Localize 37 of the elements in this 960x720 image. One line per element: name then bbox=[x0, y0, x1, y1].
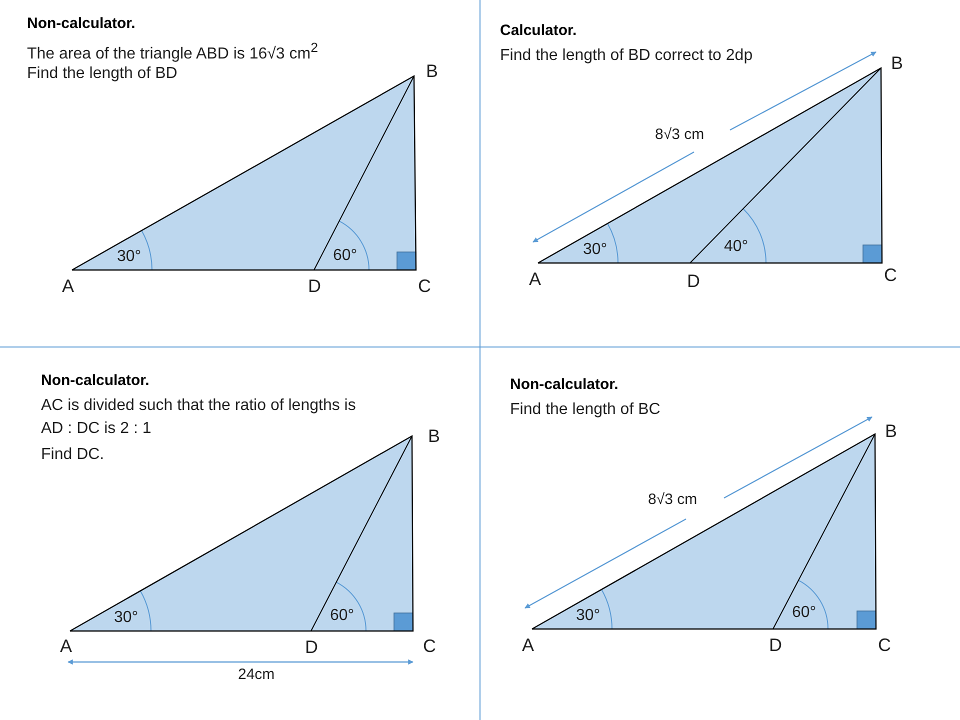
angle-label: 60° bbox=[792, 605, 816, 621]
question-heading: Non-calculator. bbox=[27, 14, 136, 34]
vertex-label: D bbox=[687, 272, 700, 290]
vertex-label: B bbox=[426, 62, 438, 80]
question-text: Find the length of BC bbox=[510, 400, 660, 420]
angle-label: 60° bbox=[330, 608, 354, 624]
dimension-label: 8√3 cm bbox=[655, 127, 704, 142]
question-text: Find the length of BD bbox=[27, 64, 178, 84]
vertex-label: B bbox=[885, 422, 898, 440]
vertex-label: B bbox=[891, 54, 904, 72]
vertex-label: D bbox=[769, 636, 782, 654]
vertex-label: D bbox=[308, 277, 321, 295]
angle-label: 30° bbox=[114, 610, 138, 626]
vertex-label: D bbox=[305, 638, 318, 656]
angle-label: 30° bbox=[583, 242, 608, 258]
question-text: Find DC. bbox=[41, 445, 104, 465]
question-heading: Non-calculator. bbox=[510, 375, 618, 395]
question-text: Find the length of BD correct to 2dp bbox=[500, 46, 753, 66]
vertex-label: C bbox=[423, 637, 436, 655]
angle-label: 30° bbox=[576, 608, 600, 624]
angle-label: 60° bbox=[333, 248, 358, 264]
vertex-label: A bbox=[60, 637, 72, 655]
vertex-label: A bbox=[62, 277, 74, 295]
vertex-label: A bbox=[522, 636, 534, 654]
dimension-label: 24cm bbox=[238, 667, 275, 682]
dimension-label: 8√3 cm bbox=[648, 492, 698, 507]
vertex-label: C bbox=[884, 266, 897, 284]
vertex-label: B bbox=[428, 427, 440, 445]
question-text: AC is divided such that the ratio of lengths is AD : DC is 2 : 1 bbox=[41, 396, 357, 440]
question-heading: Non-calculator. bbox=[41, 371, 150, 391]
vertex-label: C bbox=[418, 277, 431, 295]
vertex-label: A bbox=[529, 270, 542, 288]
angle-label: 30° bbox=[117, 249, 142, 265]
question-heading: Calculator. bbox=[500, 21, 577, 41]
question-text: The area of the triangle ABD is 16√3 cm$^{2}$ bbox=[27, 39, 318, 64]
vertex-label: C bbox=[878, 636, 891, 654]
angle-label: 40° bbox=[724, 239, 748, 255]
